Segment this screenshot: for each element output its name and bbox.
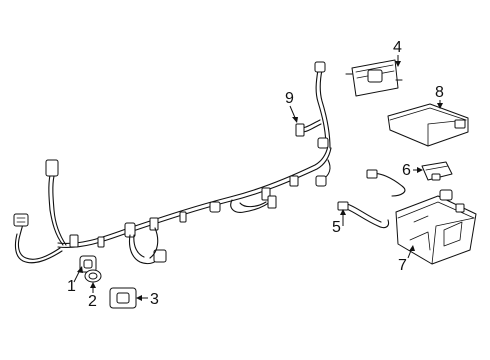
callout-6: 6 <box>402 162 423 179</box>
svg-text:7: 7 <box>398 257 407 274</box>
callout-9: 9 <box>285 90 298 123</box>
part-2-grommet <box>84 269 102 283</box>
svg-text:8: 8 <box>435 84 444 101</box>
svg-text:5: 5 <box>332 219 341 236</box>
callout-4: 4 <box>393 39 402 67</box>
part-7-tray <box>395 189 477 265</box>
part-3-module <box>109 287 137 309</box>
callout-5: 5 <box>332 209 346 236</box>
callout-8: 8 <box>435 84 444 109</box>
callout-7: 7 <box>398 245 415 274</box>
callout-2: 2 <box>88 282 97 310</box>
wiring-harness <box>13 61 332 265</box>
part-6-relay <box>421 161 453 181</box>
svg-text:9: 9 <box>285 90 294 107</box>
part-1-sensor <box>79 255 97 273</box>
svg-text:3: 3 <box>150 291 159 308</box>
svg-text:6: 6 <box>402 162 411 179</box>
callout-3: 3 <box>136 291 159 308</box>
part-5-cable <box>337 169 406 229</box>
svg-text:2: 2 <box>88 293 97 310</box>
svg-text:4: 4 <box>393 39 402 56</box>
callout-1: 1 <box>67 266 83 295</box>
part-8-ecu-box <box>387 103 469 147</box>
svg-text:1: 1 <box>67 278 76 295</box>
part-4-control-module <box>345 59 403 97</box>
